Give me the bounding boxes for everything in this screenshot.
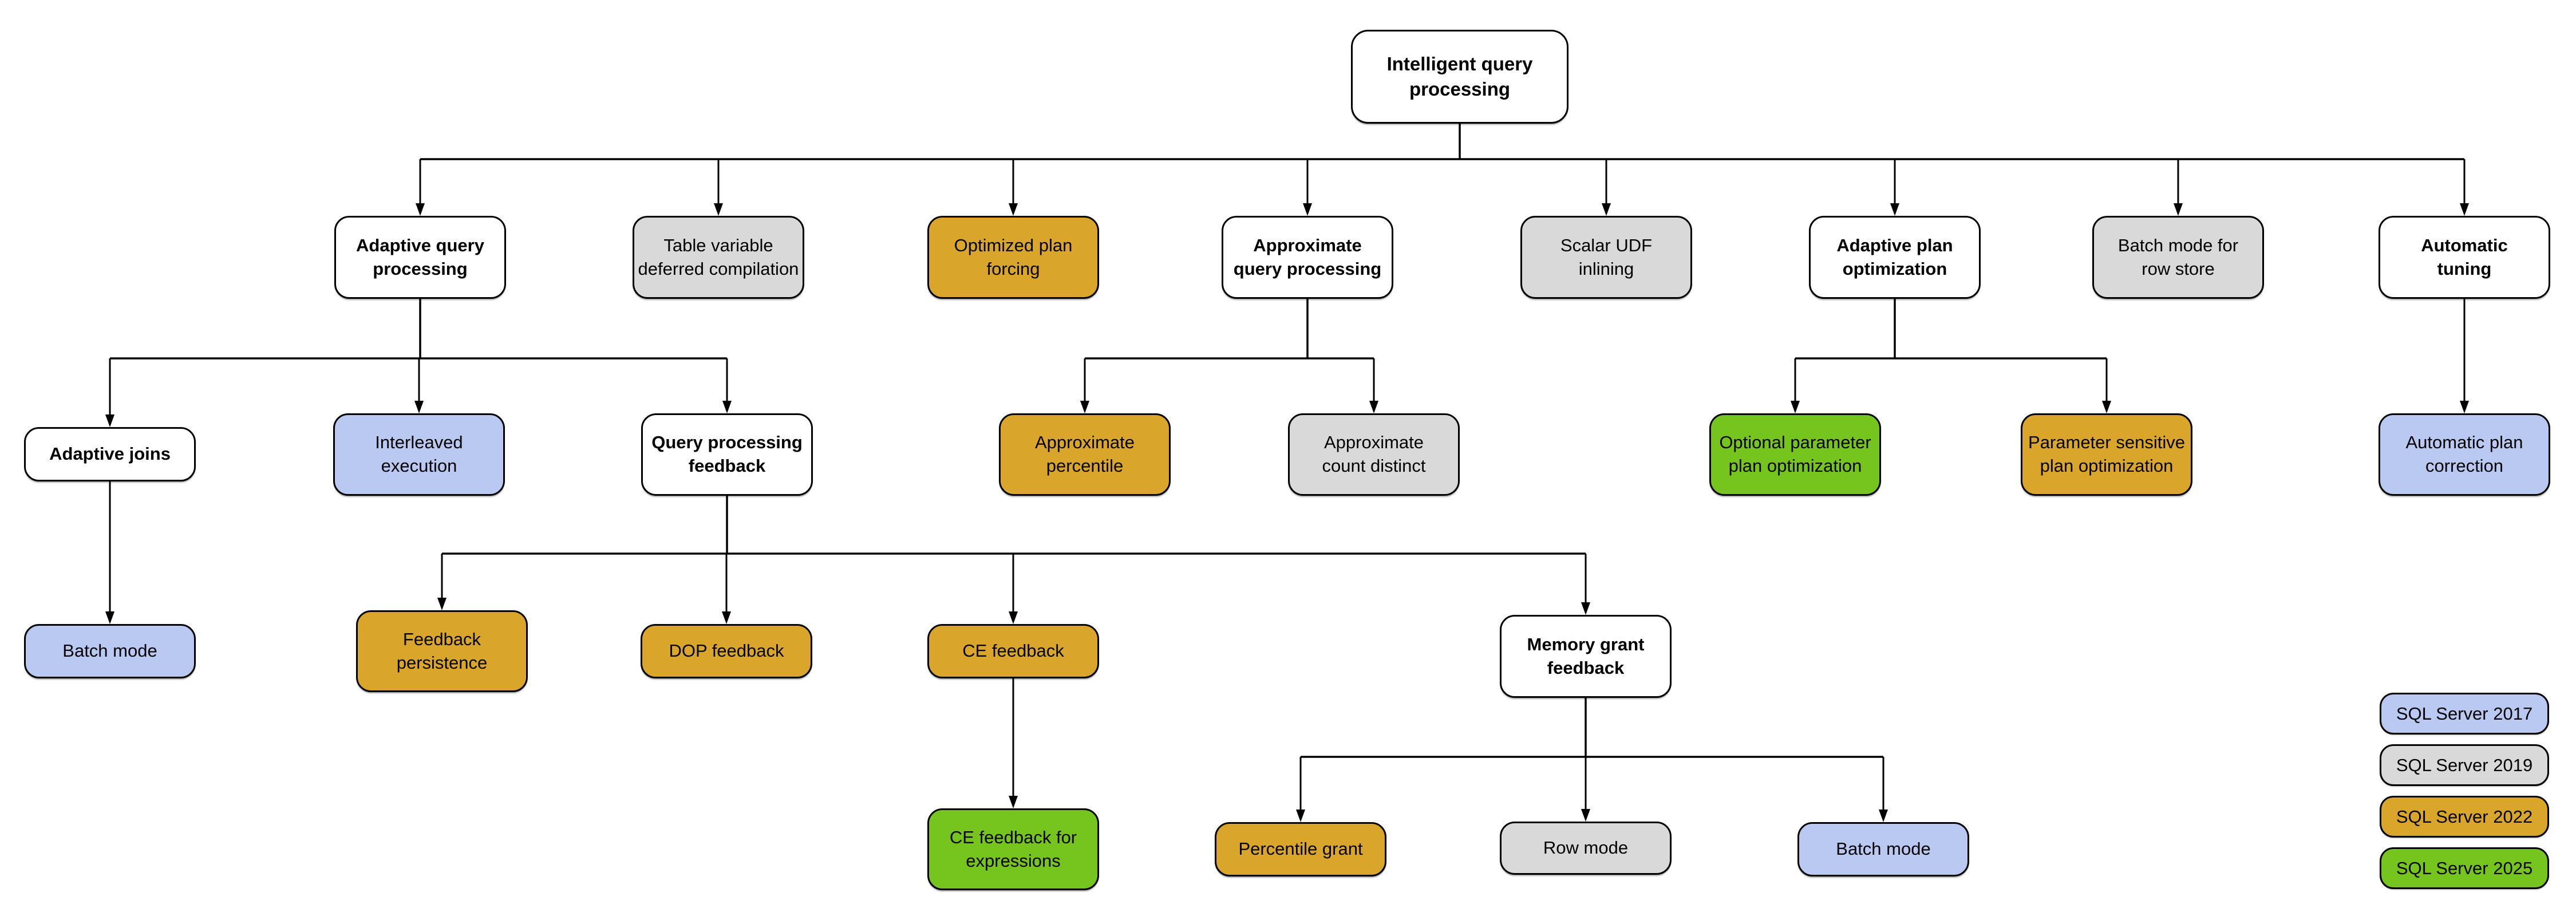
arrowhead-icon <box>722 611 731 624</box>
arrowhead-icon <box>416 203 425 216</box>
node-automatic-plan-correction: Automatic plan correction <box>2379 413 2550 496</box>
arrowhead-icon <box>1791 401 1800 413</box>
arrowhead-icon <box>1890 203 1899 216</box>
node-intelligent-query-processing: Intelligent query processing <box>1351 30 1568 124</box>
node-percentile-grant: Percentile grant <box>1215 822 1386 876</box>
node-ce-feedback: CE feedback <box>927 624 1099 678</box>
node-batch-mode-for-row-store: Batch mode for row store <box>2092 216 2264 299</box>
arrowhead-icon <box>722 401 732 413</box>
arrowhead-icon <box>714 203 723 216</box>
node-adaptive-joins: Adaptive joins <box>24 427 196 481</box>
arrowhead-icon <box>1009 611 1018 624</box>
arrowhead-icon <box>2460 401 2469 413</box>
node-feedback-persistence: Feedback persistence <box>356 610 528 692</box>
arrowhead-icon <box>414 401 424 413</box>
arrowhead-icon <box>1369 401 1378 413</box>
arrowhead-icon <box>1009 796 1018 808</box>
arrowhead-icon <box>105 414 114 427</box>
arrowhead-icon <box>2174 203 2183 216</box>
node-approximate-percentile: Approximate percentile <box>999 413 1171 496</box>
arrowhead-icon <box>2460 203 2469 216</box>
legend-item-sql-server-2017: SQL Server 2017 <box>2380 693 2549 735</box>
node-batch-mode-memory-grant: Batch mode <box>1797 822 1969 876</box>
legend-item-sql-server-2025: SQL Server 2025 <box>2380 847 2549 889</box>
node-table-variable-deferred-compilation: Table variable deferred compilation <box>633 216 804 299</box>
arrowhead-icon <box>1581 809 1590 822</box>
node-adaptive-query-processing: Adaptive query processing <box>334 216 506 299</box>
node-batch-mode-adaptive-joins: Batch mode <box>24 624 196 678</box>
node-optimized-plan-forcing: Optimized plan forcing <box>927 216 1099 299</box>
arrowhead-icon <box>1602 203 1611 216</box>
node-optional-parameter-plan-optimization: Optional parameter plan optimization <box>1709 413 1881 496</box>
arrowhead-icon <box>1009 203 1018 216</box>
node-interleaved-execution: Interleaved execution <box>333 413 505 496</box>
legend-item-sql-server-2019: SQL Server 2019 <box>2380 744 2549 786</box>
node-ce-feedback-for-expressions: CE feedback for expressions <box>927 808 1099 890</box>
node-approximate-count-distinct: Approximate count distinct <box>1288 413 1460 496</box>
node-dop-feedback: DOP feedback <box>641 624 812 678</box>
arrowhead-icon <box>1879 810 1888 822</box>
node-memory-grant-feedback: Memory grant feedback <box>1500 615 1672 698</box>
arrowhead-icon <box>437 598 447 610</box>
arrowhead-icon <box>105 611 114 624</box>
arrowhead-icon <box>1303 203 1312 216</box>
node-parameter-sensitive-plan-optimization: Parameter sensitive plan optimization <box>2021 413 2192 496</box>
node-approximate-query-processing: Approximate query processing <box>1222 216 1393 299</box>
legend-item-sql-server-2022: SQL Server 2022 <box>2380 796 2549 838</box>
arrowhead-icon <box>1080 401 1089 413</box>
arrowhead-icon <box>2102 401 2111 413</box>
node-adaptive-plan-optimization: Adaptive plan optimization <box>1809 216 1981 299</box>
node-query-processing-feedback: Query processing feedback <box>641 413 813 496</box>
node-row-mode: Row mode <box>1500 822 1672 875</box>
arrowhead-icon <box>1296 810 1305 822</box>
node-scalar-udf-inlining: Scalar UDF inlining <box>1520 216 1692 299</box>
node-automatic-tuning: Automatic tuning <box>2379 216 2550 299</box>
arrowhead-icon <box>1581 602 1590 615</box>
